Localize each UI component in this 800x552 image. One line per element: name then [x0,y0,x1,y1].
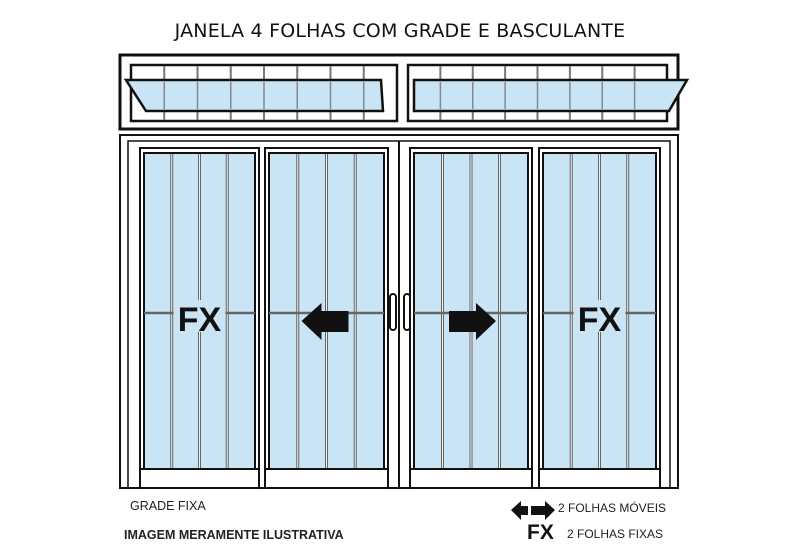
label-backdrop [573,300,626,332]
fx-legend-symbol: FX [527,521,554,544]
door-handle [389,293,397,331]
fixed-panel-fx-label: FX [178,301,222,339]
door-handle [403,293,411,331]
fixas-legend-label: 2 FOLHAS FIXAS [567,527,664,541]
arrow-right-icon [449,303,496,340]
disclaimer-label: IMAGEM MERAMENTE ILUSTRATIVA [124,528,344,542]
tilted-glass-pane [412,78,690,113]
fixed-panel-fx-label: FX [578,301,622,339]
arrow-left-icon [301,303,349,340]
diagram-title: JANELA 4 FOLHAS COM GRADE E BASCULANTE [174,20,626,42]
legend-arrow-left-icon [511,501,528,520]
label-backdrop [173,300,226,332]
legend-arrow-right-icon [531,501,555,520]
grade-fixa-label: GRADE FIXA [130,499,206,513]
moveis-legend-label: 2 FOLHAS MÓVEIS [558,501,667,515]
tilted-glass-pane [123,78,385,113]
